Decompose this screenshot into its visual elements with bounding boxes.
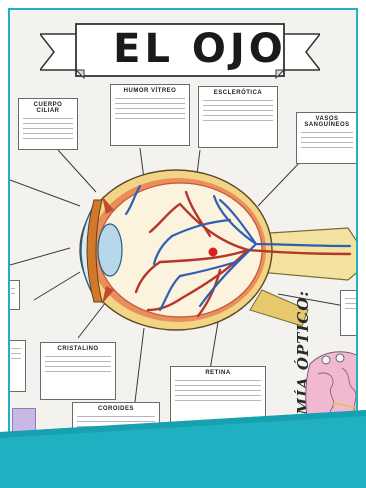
note-right-lower (340, 290, 358, 336)
note-left-lower (8, 340, 26, 392)
note-left-middle (8, 280, 20, 310)
footer-band (0, 410, 366, 488)
note-humor-vitreo: HUMOR VÍTREO (110, 84, 190, 146)
note-cristalino: CRISTALINO (40, 342, 116, 400)
note-cuerpo-ciliar: CUERPO CILIAR (18, 98, 78, 150)
note-vasos-sanguineos: VASOS SANGUÍNEOS (296, 112, 358, 164)
note-esclerotica: ESCLERÓTICA (198, 86, 278, 148)
